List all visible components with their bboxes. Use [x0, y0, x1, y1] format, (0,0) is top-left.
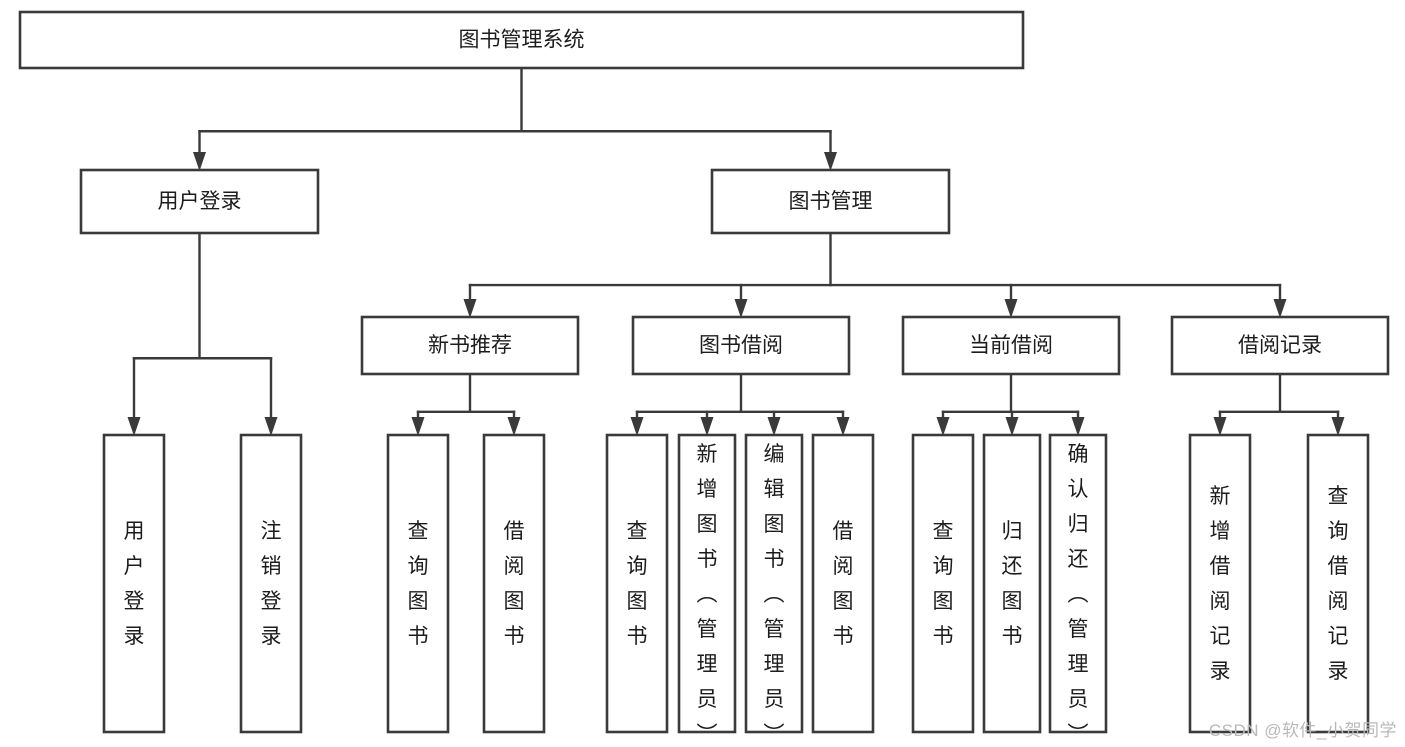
node-root[interactable]: 图书管理系统 [18, 10, 1025, 70]
node-current-2[interactable]: 归还图书 [982, 433, 1042, 734]
node-newbook[interactable]: 新书推荐 [360, 315, 580, 376]
node-box-borrow[interactable] [631, 315, 851, 376]
arrow-head-newbook-2 [507, 417, 521, 436]
node-label-login-2: 注销登录 [261, 520, 282, 648]
node-box-newbook[interactable] [360, 315, 580, 376]
node-box-bookmgmt[interactable] [710, 168, 951, 235]
node-label-record: 借阅记录 [1238, 334, 1322, 357]
node-box-login-2[interactable] [239, 433, 303, 734]
node-record-2[interactable]: 查询借阅记录 [1306, 433, 1370, 734]
arrow-head-current [1004, 299, 1018, 318]
node-label-newbook-1: 查询图书 [408, 520, 429, 648]
node-box-borrow-3[interactable] [744, 433, 804, 734]
arrow-head-record-2 [1331, 417, 1345, 436]
node-borrow-3[interactable]: 编辑图书︵管理员︶ [744, 433, 804, 746]
node-login[interactable]: 用户登录 [79, 168, 320, 235]
node-label-borrow-4: 借阅图书 [833, 520, 854, 648]
node-label-newbook-2: 借阅图书 [504, 520, 525, 648]
node-label-record-2: 查询借阅记录 [1328, 485, 1349, 683]
node-label-borrow: 图书借阅 [699, 334, 783, 357]
node-label-current-2: 归还图书 [1002, 520, 1023, 648]
node-label-login: 用户登录 [158, 190, 242, 213]
arrow-head-borrow-2 [700, 417, 714, 436]
node-login-1[interactable]: 用户登录 [102, 433, 166, 734]
arrow-head-newbook [463, 299, 477, 318]
arrow-head-bookmgmt [824, 152, 837, 171]
node-box-current-2[interactable] [982, 433, 1042, 734]
node-box-borrow-2[interactable] [677, 433, 737, 734]
connector-layer [127, 66, 1345, 436]
node-box-newbook-2[interactable] [482, 433, 546, 734]
arrow-head-login-2 [264, 417, 278, 436]
node-borrow[interactable]: 图书借阅 [631, 315, 851, 376]
node-label-borrow-2: 新增图书︵管理员︶ [697, 443, 718, 746]
node-label-current-1: 查询图书 [933, 520, 954, 648]
node-label-bookmgmt: 图书管理 [789, 190, 873, 213]
node-layer: 图书管理系统用户登录图书管理新书推荐图书借阅当前借阅借阅记录用户登录注销登录查询… [18, 10, 1390, 746]
node-label-current: 当前借阅 [969, 334, 1053, 357]
node-borrow-2[interactable]: 新增图书︵管理员︶ [677, 433, 737, 746]
node-box-record-1[interactable] [1188, 433, 1252, 734]
node-box-record[interactable] [1170, 315, 1390, 376]
node-current[interactable]: 当前借阅 [901, 315, 1121, 376]
node-box-current[interactable] [901, 315, 1121, 376]
node-borrow-4[interactable]: 借阅图书 [811, 433, 875, 734]
node-box-borrow-4[interactable] [811, 433, 875, 734]
node-label-borrow-1: 查询图书 [627, 520, 648, 648]
arrow-head-borrow-1 [630, 417, 644, 436]
node-current-3[interactable]: 确认归还︵管理员︶ [1048, 433, 1108, 746]
node-label-root: 图书管理系统 [459, 29, 585, 52]
node-label-record-1: 新增借阅记录 [1210, 485, 1231, 683]
node-record-1[interactable]: 新增借阅记录 [1188, 433, 1252, 734]
node-box-root[interactable] [18, 10, 1025, 70]
arrow-head-record [1273, 299, 1287, 318]
node-box-current-1[interactable] [911, 433, 975, 734]
node-bookmgmt[interactable]: 图书管理 [710, 168, 951, 235]
node-label-login-1: 用户登录 [124, 520, 145, 648]
node-box-newbook-1[interactable] [386, 433, 450, 734]
node-newbook-2[interactable]: 借阅图书 [482, 433, 546, 734]
node-login-2[interactable]: 注销登录 [239, 433, 303, 734]
node-box-login-1[interactable] [102, 433, 166, 734]
arrow-head-borrow-3 [767, 417, 781, 436]
arrow-head-login [193, 152, 206, 171]
node-current-1[interactable]: 查询图书 [911, 433, 975, 734]
node-borrow-1[interactable]: 查询图书 [605, 433, 669, 734]
node-record[interactable]: 借阅记录 [1170, 315, 1390, 376]
arrow-head-borrow-4 [836, 417, 850, 436]
node-box-current-3[interactable] [1048, 433, 1108, 734]
arrow-head-newbook-1 [411, 417, 425, 436]
arrow-head-current-2 [1005, 417, 1019, 436]
arrow-head-current-3 [1071, 417, 1085, 436]
node-label-current-3: 确认归还︵管理员︶ [1068, 443, 1089, 746]
node-box-login[interactable] [79, 168, 320, 235]
arrow-head-record-1 [1213, 417, 1227, 436]
node-box-record-2[interactable] [1306, 433, 1370, 734]
arrow-head-borrow [734, 299, 748, 318]
node-label-newbook: 新书推荐 [428, 334, 512, 357]
arrow-head-login-1 [127, 417, 141, 436]
node-label-borrow-3: 编辑图书︵管理员︶ [764, 443, 785, 746]
node-box-borrow-1[interactable] [605, 433, 669, 734]
arrow-head-current-1 [936, 417, 950, 436]
node-newbook-1[interactable]: 查询图书 [386, 433, 450, 734]
